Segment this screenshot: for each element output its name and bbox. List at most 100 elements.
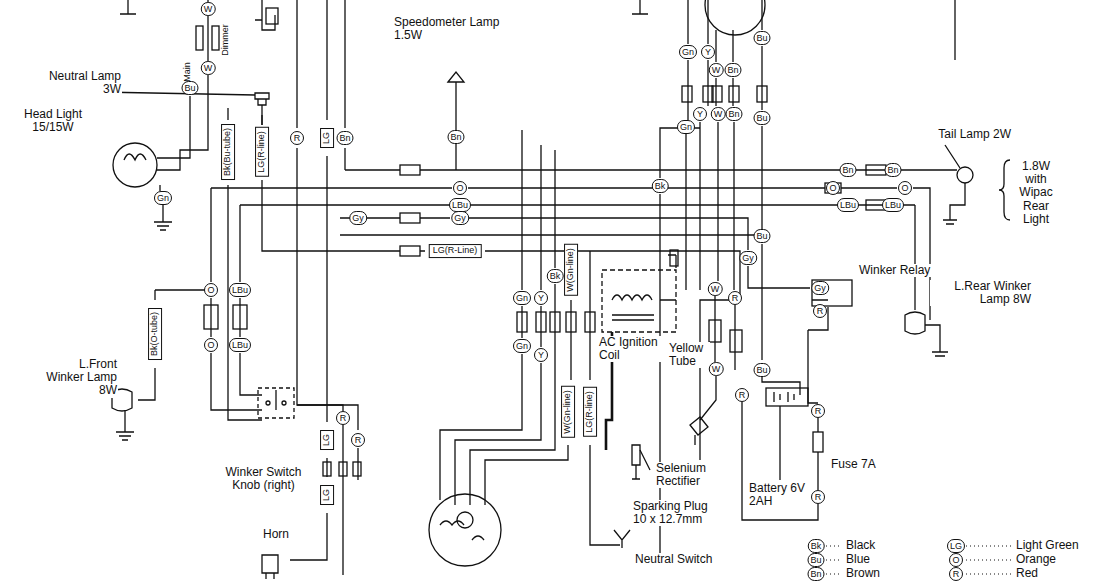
wire-color-tag: O: [204, 283, 218, 297]
component-label: Yellow Tube: [668, 342, 710, 368]
wire-color-tag: W: [201, 2, 216, 16]
wire: [240, 205, 262, 395]
component-label: Sparking Plug 10 x 12.7mm: [632, 500, 724, 526]
connector: [550, 312, 560, 332]
wire-color-tag: Bu: [807, 553, 824, 567]
connector: [204, 305, 218, 329]
component-label: Winker Switch Knob (right): [215, 466, 312, 492]
wire-color-tag: LBu: [837, 198, 859, 212]
connector: [585, 312, 595, 332]
battery-cells: [774, 392, 794, 402]
wire-color-tag: LBu: [229, 283, 251, 297]
leader-line: [100, 92, 255, 95]
legend-text: Orange: [1015, 553, 1057, 566]
wire: [688, 0, 762, 120]
fuse-symbol: [813, 432, 823, 452]
wire-color-tag: O: [949, 553, 963, 567]
wire-color-tag: LG(R-line): [583, 387, 597, 437]
connector: [757, 86, 767, 102]
wire-color-tag: Y: [534, 291, 548, 305]
wire: [914, 205, 915, 310]
wire-color-tag: LBu: [882, 198, 904, 212]
wire-color-tag: W(Gn-line): [564, 244, 578, 296]
wire: [345, 169, 955, 170]
wire-color-tag: R: [811, 404, 825, 418]
component-label: Battery 6V 2AH: [748, 482, 812, 508]
resistor-symbol: [670, 250, 678, 266]
wire-color-tag: LG(R-Line): [429, 244, 482, 258]
connector: [712, 86, 722, 102]
component-label: Neutral Lamp 3W: [35, 70, 122, 96]
ground-symbol: [632, 0, 955, 60]
wire-color-tag: Gy: [739, 251, 757, 265]
filament: [124, 154, 146, 160]
wire-color-tag: Gn: [513, 291, 531, 305]
wire-color-tag: W: [709, 63, 724, 77]
wire-color-tag: LG: [320, 430, 334, 450]
wire: [762, 377, 800, 395]
wire-color-tag: O: [204, 338, 218, 352]
wire-color-tag: Y: [701, 45, 715, 59]
legend-text: Red: [1015, 567, 1039, 580]
wire-color-tag: O: [826, 181, 840, 195]
speedometer-lamp-symbol: [448, 72, 464, 82]
contact: [282, 401, 286, 405]
wire-color-tag: R: [813, 304, 827, 318]
winker-switch-symbol: [258, 388, 294, 418]
switch-contact: [196, 26, 203, 50]
wire-color-tag: LBu: [229, 338, 251, 352]
wire-color-tag: Bk: [547, 269, 564, 283]
component-label: 1.8W with Wipac Rear Light: [1014, 160, 1058, 226]
component-label: Fuse 7A: [830, 458, 892, 471]
generator-symbol: [457, 512, 473, 528]
wire-color-tag: W: [201, 61, 216, 75]
leader-line: [640, 450, 650, 470]
switch-label: Dimmer: [221, 24, 231, 56]
wire-color-tag: W: [711, 107, 726, 121]
wire: [455, 82, 456, 170]
yellow-tube: [709, 320, 721, 342]
wire: [660, 255, 676, 300]
winker-relay-symbol: [812, 280, 852, 306]
wire-color-tag: Gy: [349, 211, 367, 225]
wire-color-tag: LBu: [449, 198, 471, 212]
neutral-switch-symbol: [614, 530, 630, 548]
wire-color-tag: Gn: [677, 120, 695, 134]
wire-color-tag: W(Gn-line): [561, 386, 575, 438]
wire-color-tag: Gn: [513, 339, 531, 353]
spark-plug-symbol: [632, 445, 640, 479]
component-label: Neutral Switch: [634, 553, 736, 566]
connector: [233, 305, 247, 329]
wire-color-tag: R: [949, 567, 963, 581]
wire: [735, 305, 818, 520]
connector: [517, 312, 527, 332]
wire-color-tag: R: [336, 411, 350, 425]
wire: [686, 122, 762, 290]
wire: [240, 204, 915, 205]
wire-color-tag: Bn: [336, 131, 353, 145]
component-label: Winker Relay: [858, 264, 970, 277]
generator-symbol: [429, 494, 501, 566]
rear-winker-lamp-symbol: [905, 312, 925, 334]
wire-color-tag: LG(R-line): [255, 127, 269, 177]
wire-color-tag: R: [351, 433, 365, 447]
wire-color-tag: R: [728, 291, 742, 305]
connector: [400, 213, 420, 223]
wire-color-tag: Bu: [753, 363, 770, 377]
neutral-lamp-symbol: [255, 93, 269, 105]
legend-text: Brown: [845, 567, 881, 580]
wire-color-tag: Y: [693, 107, 707, 121]
connector: [536, 312, 546, 332]
wire-color-tag: O: [898, 181, 912, 195]
connector: [729, 86, 739, 102]
connector: [339, 462, 347, 476]
wire-color-tag: Bn: [447, 130, 464, 144]
head-light-bulb: [113, 143, 157, 187]
wire-color-tag: Bk(O-tube): [148, 308, 162, 360]
wire-color-tag: Gn: [679, 45, 697, 59]
connector: [323, 462, 331, 476]
wire-color-tag: Bu: [753, 229, 770, 243]
wire: [470, 150, 555, 505]
legend-text: Light Green: [1015, 539, 1080, 552]
